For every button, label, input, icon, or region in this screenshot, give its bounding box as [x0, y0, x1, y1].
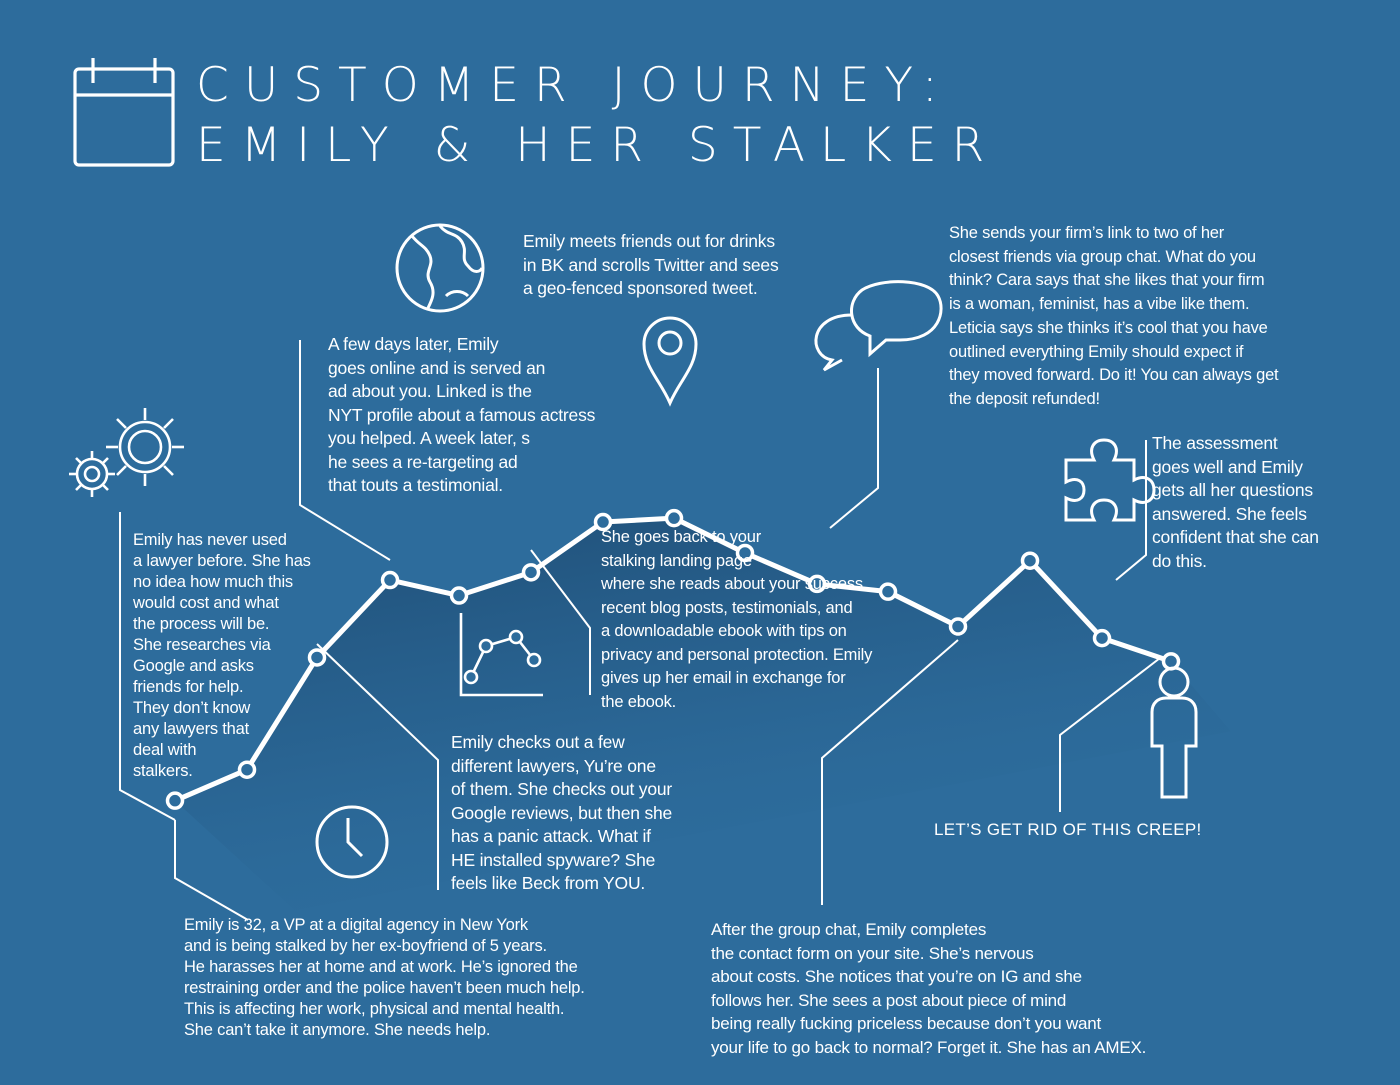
journey-node: [878, 582, 898, 601]
person-icon: [1150, 666, 1198, 799]
location-pin-icon: [642, 316, 698, 407]
journey-node: [1020, 551, 1040, 570]
journey-node: [735, 543, 755, 563]
speech-bubbles-icon: [814, 280, 943, 372]
journey-node: [1161, 652, 1181, 671]
globe-icon: [395, 223, 485, 313]
step-geofence-text: Emily meets friends out for drinks in BK…: [523, 231, 779, 298]
step-assessment-text: The assessment goes well and Emily gets …: [1152, 433, 1319, 571]
journey-node: [807, 574, 827, 594]
connector-landing: [530, 549, 591, 695]
call-to-action-text: LET’S GET RID OF THIS CREEP!: [934, 820, 1202, 839]
connector-compare: [316, 643, 439, 890]
connector-research: [119, 512, 176, 821]
puzzle-icon: [1064, 438, 1156, 522]
page-title-line-2: EMILY & HER STALKER: [196, 118, 1000, 173]
step-group-chat-text: She sends your firm’s link to two of her…: [949, 224, 1279, 408]
step-intro-text: Emily is 32, a VP at a digital agency in…: [184, 916, 585, 1039]
journey-node: [307, 648, 327, 667]
connector-retargeting: [299, 340, 391, 561]
clock-icon: [315, 805, 389, 879]
connector-cta: [1059, 657, 1161, 812]
connector-contact: [821, 639, 959, 905]
journey-node: [449, 586, 469, 605]
connector-lines: [119, 340, 1161, 921]
page-title-line-1: CUSTOMER JOURNEY:: [196, 58, 953, 113]
line-chart-icon: [459, 613, 543, 697]
journey-node: [380, 570, 400, 590]
journey-node: [948, 617, 968, 636]
journey-node: [1092, 628, 1112, 648]
journey-node: [237, 760, 257, 779]
step-compare-text: Emily checks out a few different lawyers…: [451, 732, 673, 893]
gears-icon: [69, 408, 184, 497]
connector-group-chat: [829, 368, 879, 529]
journey-node: [664, 508, 684, 528]
journey-node: [521, 563, 541, 582]
step-landing-text: She goes back to your stalking landing p…: [601, 528, 873, 711]
step-research-text: Emily has never used a lawyer before. Sh…: [133, 531, 311, 780]
connector-intro: [174, 820, 249, 921]
journey-node: [165, 791, 185, 810]
calendar-icon: [73, 58, 175, 167]
step-retargeting-text: A few days later, Emily goes online and …: [328, 334, 596, 495]
journey-nodes: [165, 508, 1181, 810]
step-contact-text: After the group chat, Emily completes th…: [711, 920, 1147, 1057]
journey-node: [593, 512, 613, 532]
